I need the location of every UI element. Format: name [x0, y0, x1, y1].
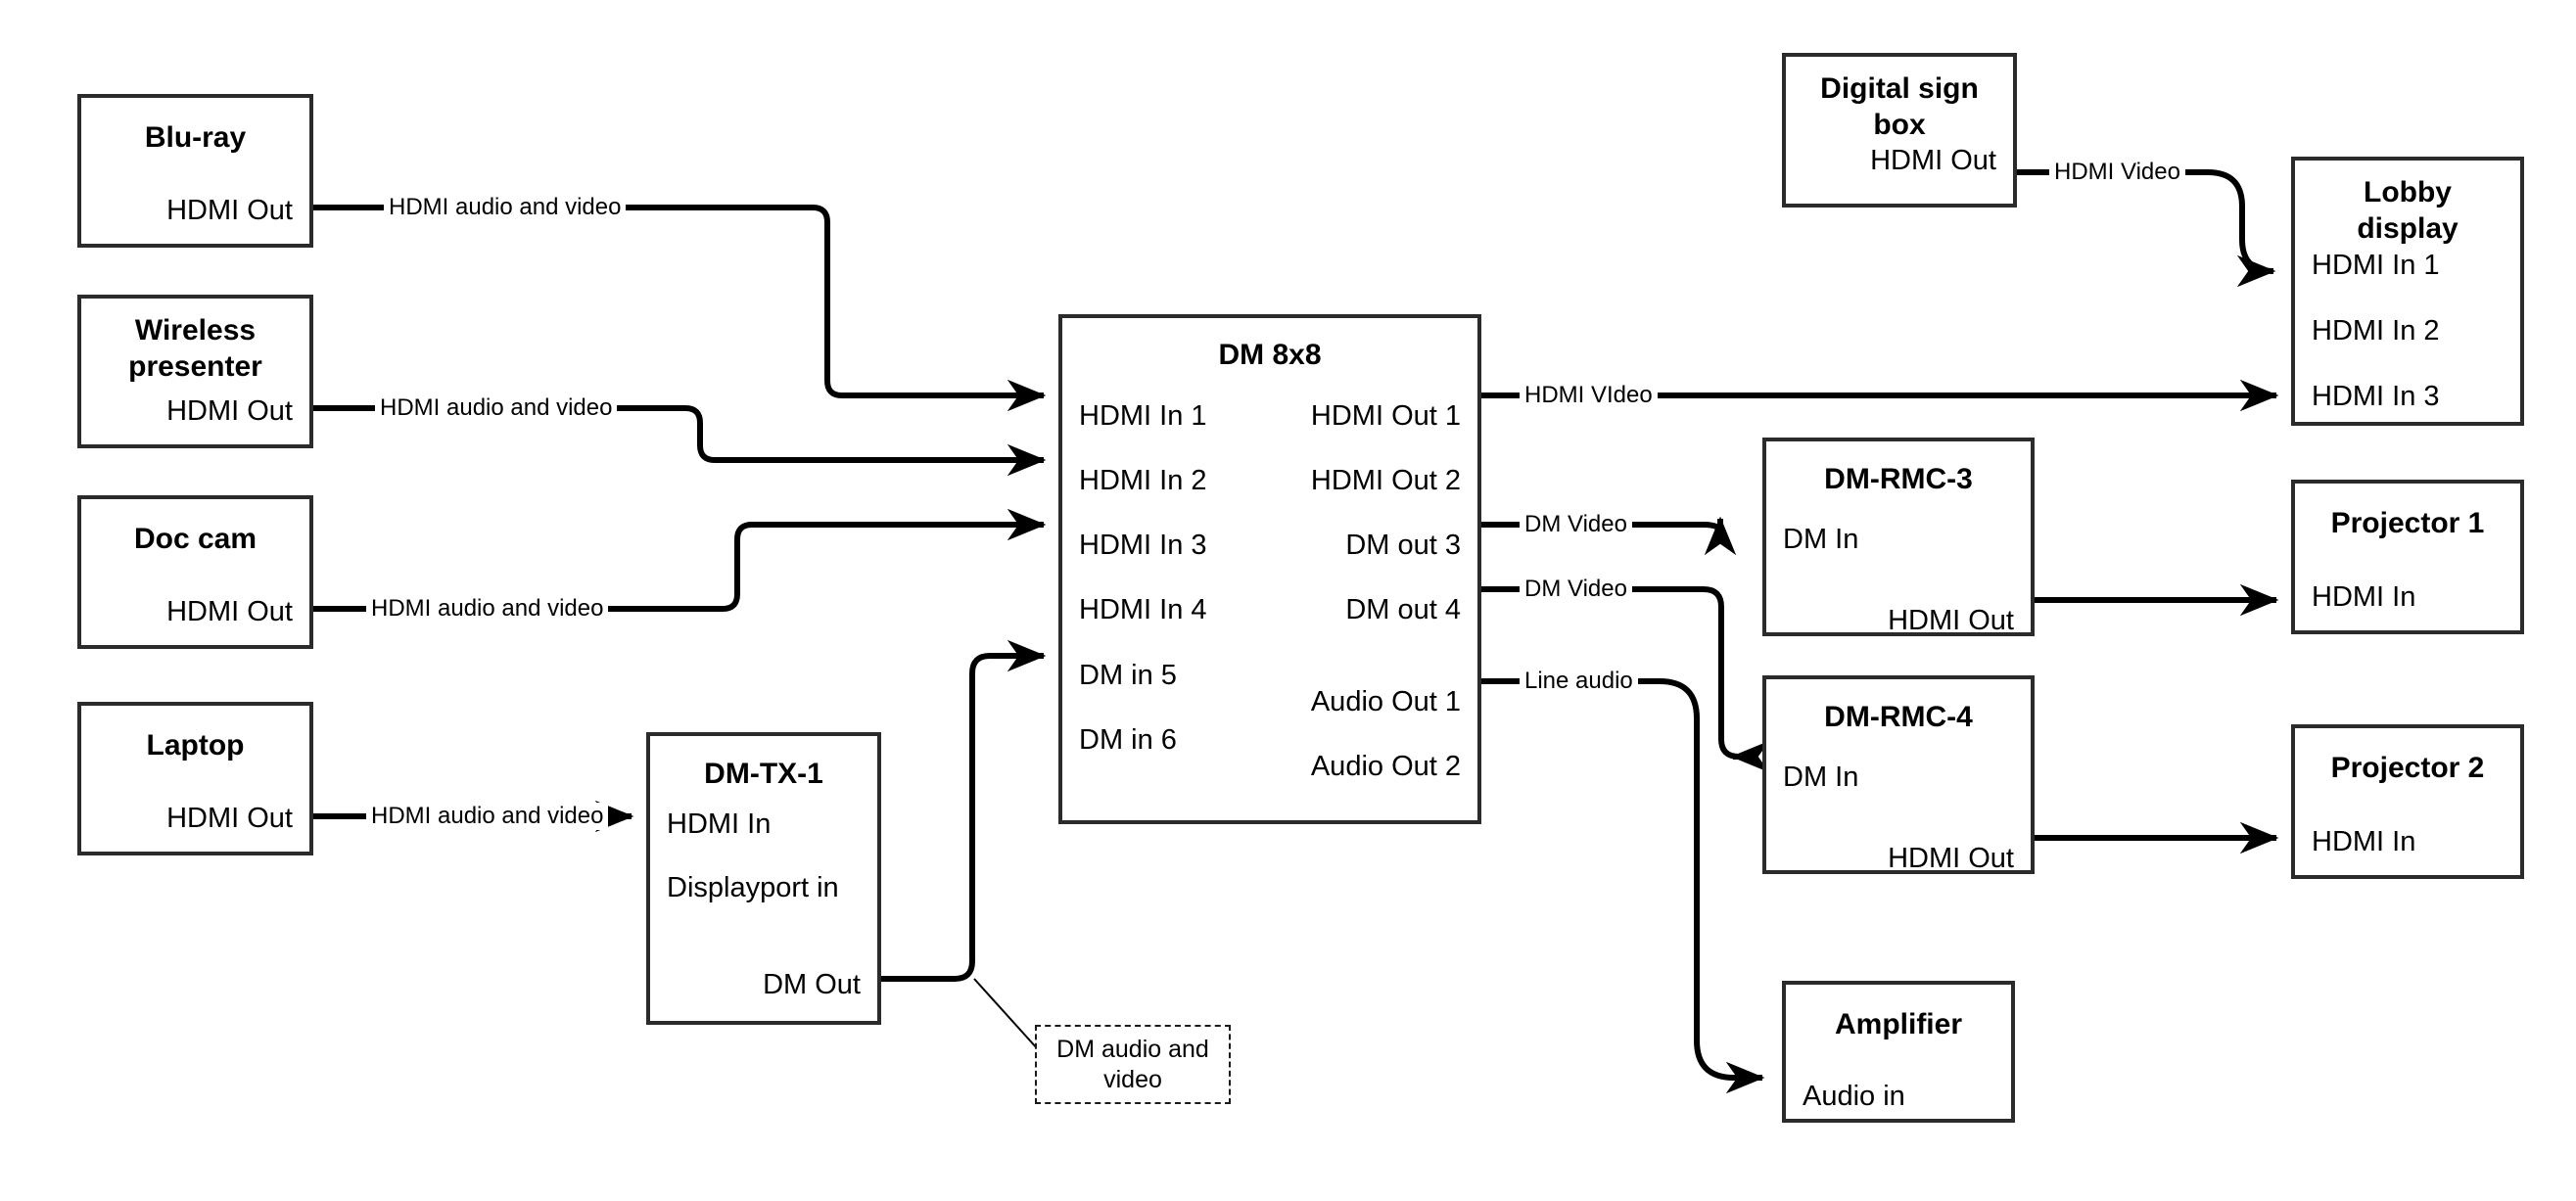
wire-label-laptop-to-dmtx-hdmi-in: HDMI audio and video [366, 803, 609, 830]
wire-label-bluray-to-dm-in-1: HDMI audio and video [384, 194, 627, 221]
port-label: HDMI In 1 [2312, 250, 2440, 281]
node-dm-rmc-3[interactable]: DM-RMC-3 DM In HDMI Out [1762, 438, 2035, 636]
callout-leader-dmtx-dmout-to-dm-in-5 [973, 978, 1039, 1050]
node-title: DM-RMC-3 [1824, 463, 1973, 495]
port-label: HDMI In 2 [1079, 465, 1207, 496]
port-label: HDMI Out [166, 395, 293, 427]
wire-label-dm-out-4-to-rmc4: DM Video [1520, 576, 1632, 603]
port-label: HDMI Out 1 [1310, 400, 1461, 432]
connection-digital-sign-to-lobby-in-1 [2017, 169, 2276, 288]
node-title: Projector 1 [2330, 507, 2485, 539]
node-title: Laptop [146, 729, 245, 762]
node-projector-1[interactable]: Projector 1 HDMI In [2291, 480, 2524, 634]
port-label: Audio Out 2 [1310, 751, 1461, 782]
port-label: DM out 4 [1345, 594, 1461, 625]
node-title: Projector 2 [2330, 752, 2485, 784]
port-label: HDMI In 4 [1079, 594, 1207, 625]
wire-label-doccam-to-dm-in-3: HDMI audio and video [366, 595, 609, 623]
node-title: Doc cam [133, 523, 258, 555]
connection-dmtx-dmout-to-dm-in-5 [881, 639, 1047, 982]
wire-label-audio-out-1-to-amplifier: Line audio [1520, 668, 1638, 695]
port-label: Audio Out 1 [1310, 686, 1461, 717]
port-label: HDMI Out 2 [1310, 465, 1461, 496]
port-label: HDMI In 3 [1079, 530, 1207, 561]
connection-audio-out-1-to-amplifier [1481, 678, 1765, 1094]
port-label: HDMI In 2 [2312, 315, 2440, 346]
port-label: DM out 3 [1345, 530, 1461, 561]
port-label: HDMI In [2312, 581, 2416, 613]
port-label: Audio in [1803, 1081, 1905, 1112]
port-label: HDMI Out [1888, 605, 2014, 636]
port-label: HDMI In 3 [2312, 381, 2440, 412]
node-title: Wireless presenter [128, 314, 262, 383]
node-title: DM-TX-1 [704, 758, 823, 790]
node-title: DM 8x8 [1218, 339, 1322, 371]
node-title: Amplifier [1834, 1008, 1963, 1040]
port-label: DM In [1783, 762, 1859, 793]
port-label: DM Out [763, 969, 861, 1000]
wire-label-dm-out-3-to-rmc3: DM Video [1520, 511, 1632, 538]
wire-label-wireless-to-dm-in-2: HDMI audio and video [375, 394, 618, 422]
node-title: DM-RMC-4 [1824, 701, 1973, 733]
node-title: Digital sign box [1820, 72, 1979, 141]
port-label: HDMI Out [166, 195, 293, 226]
port-label: HDMI Out [1870, 145, 1996, 176]
port-label: HDMI In [667, 808, 772, 840]
port-label: DM in 5 [1079, 660, 1177, 691]
port-label: DM In [1783, 524, 1859, 555]
node-dm-rmc-4[interactable]: DM-RMC-4 DM In HDMI Out [1762, 675, 2035, 874]
node-projector-2[interactable]: Projector 2 HDMI In [2291, 724, 2524, 879]
node-title: Blu-ray [144, 121, 247, 154]
connection-bluray-to-dm-in-1 [313, 205, 1047, 412]
wire-label-dm-hdmi-out-1-to-lobby-in-3: HDMI VIdeo [1520, 382, 1658, 409]
node-title: Lobby display [2357, 176, 2459, 245]
port-label: DM in 6 [1079, 724, 1177, 756]
port-label: HDMI Out [166, 596, 293, 627]
port-label: HDMI In 1 [1079, 400, 1207, 432]
port-label: HDMI In [2312, 826, 2416, 857]
callout-dm-audio-video-callout: DM audio and video [1035, 1025, 1231, 1104]
port-label: HDMI Out [166, 803, 293, 834]
wire-label-digital-sign-to-lobby-in-1: HDMI Video [2049, 159, 2185, 186]
port-label: Displayport in [667, 872, 839, 903]
port-label: HDMI Out [1888, 843, 2014, 874]
